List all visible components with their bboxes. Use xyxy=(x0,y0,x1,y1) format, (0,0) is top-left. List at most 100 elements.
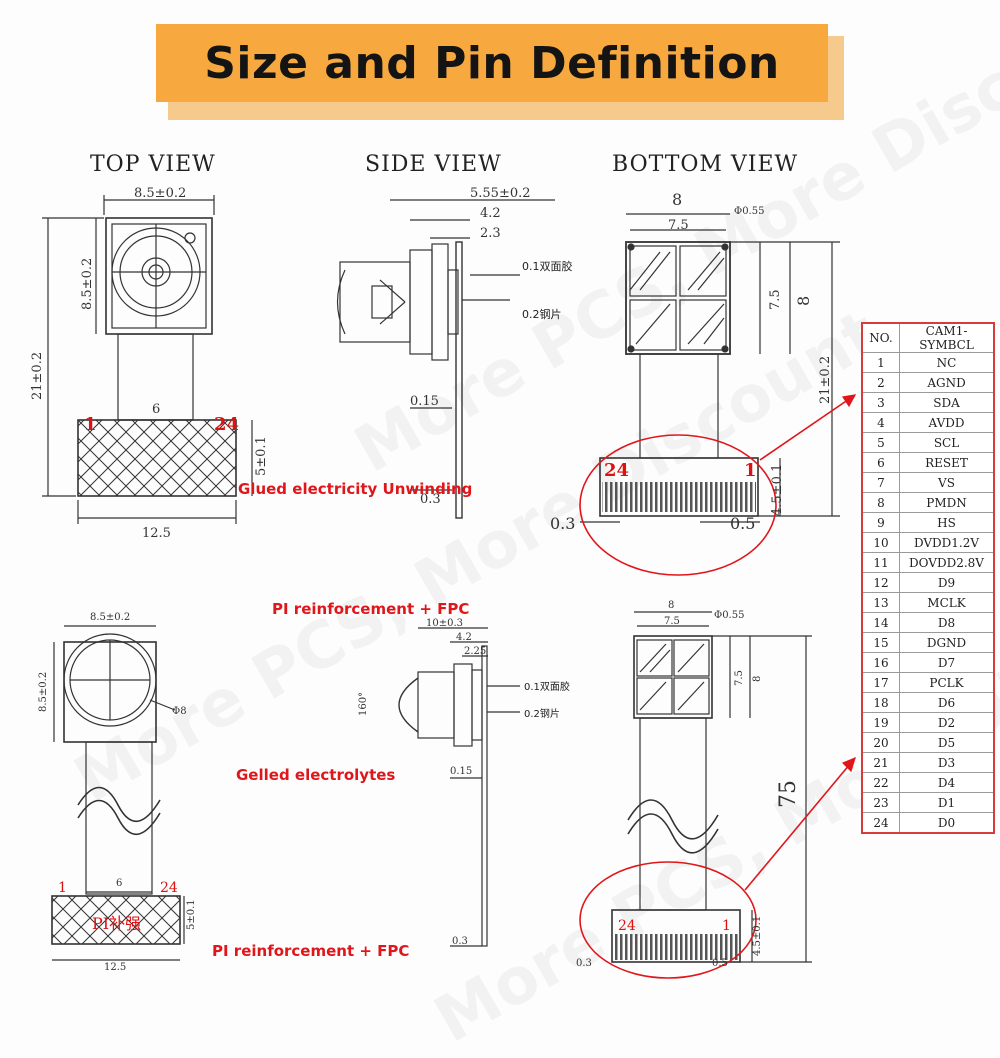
table-header-row: NO. CAM1-SYMBCL xyxy=(861,322,995,353)
lower-side-copper-label: 0.2钢片 xyxy=(524,709,560,720)
pin-symbol: D0 xyxy=(899,812,995,834)
pin-number: 10 xyxy=(861,532,900,553)
lower-side-tape-label: 0.1双面胶 xyxy=(524,682,570,693)
pin-number: 11 xyxy=(861,552,900,573)
lower-bottom-view-drawing xyxy=(611,611,812,963)
top-pin-first: 1 xyxy=(84,414,97,435)
bottom-hole-dim: Φ0.55 xyxy=(734,206,765,217)
lower-side-overall-dim: 10±0.3 xyxy=(426,618,464,629)
pin-number: 22 xyxy=(861,772,900,793)
lower-top-pi-label: PI补强 xyxy=(92,914,142,933)
pin-symbol: D5 xyxy=(899,732,995,753)
pin-number: 24 xyxy=(861,812,900,834)
lower-top-pitch-dim: 6 xyxy=(116,878,123,889)
bottom-inner-dim: 7.5 xyxy=(668,218,689,233)
page-title: Size and Pin Definition xyxy=(204,37,780,89)
bottom-width-dim: 8 xyxy=(672,190,683,209)
lower-bottom-inner-dim: 7.5 xyxy=(664,616,680,627)
pin-symbol: DGND xyxy=(899,632,995,653)
bottom-total-dim: 21±0.2 xyxy=(818,355,833,404)
pin-symbol: DOVDD2.8V xyxy=(899,552,995,573)
pin-number: 23 xyxy=(861,792,900,813)
glued-note: Glued electricity Unwinding xyxy=(238,480,473,498)
pin-number: 17 xyxy=(861,672,900,693)
pin-number: 21 xyxy=(861,752,900,773)
top-fpc-width-dim: 12.5 xyxy=(142,526,171,541)
top-view-title: TOP VIEW xyxy=(90,152,216,177)
lower-side-view-drawing xyxy=(398,627,520,947)
top-fpc-height-dim: 5±0.1 xyxy=(254,436,269,476)
lower-bottom-height-dim: 8 xyxy=(752,675,763,682)
lower-bottom-pitch-dim: 0.3 xyxy=(576,958,592,969)
pin-symbol: VS xyxy=(899,472,995,493)
pin-number: 3 xyxy=(861,392,900,413)
pin-symbol: AVDD xyxy=(899,412,995,433)
bottom-pad-dim: 0.5 xyxy=(730,514,756,533)
pi-bottom-note: PI reinforcement + FPC xyxy=(212,942,410,960)
lower-top-width-dim: 8.5±0.2 xyxy=(90,612,131,623)
lower-top-view-drawing xyxy=(51,625,185,961)
pin-number: 15 xyxy=(861,632,900,653)
pin-number: 2 xyxy=(861,372,900,393)
pin-symbol: SCL xyxy=(899,432,995,453)
bottom-view-title: BOTTOM VIEW xyxy=(612,152,799,177)
lower-bottom-pin-last: 1 xyxy=(722,918,731,934)
pin-symbol: D2 xyxy=(899,712,995,733)
lower-side-tail-dim: 0.3 xyxy=(452,936,468,947)
lower-bottom-pin-first: 24 xyxy=(618,918,636,934)
side-tail-dim: 0.3 xyxy=(420,492,441,507)
lower-side-dim-a: 4.2 xyxy=(456,632,472,643)
bottom-pitch-dim: 0.3 xyxy=(550,514,576,533)
pin-number: 7 xyxy=(861,472,900,493)
pin-symbol: PCLK xyxy=(899,672,995,693)
bottom-view-drawing xyxy=(580,213,840,523)
pi-top-note: PI reinforcement + FPC xyxy=(272,600,470,618)
lower-bottom-width-dim: 8 xyxy=(668,600,675,611)
pin-symbol: AGND xyxy=(899,372,995,393)
top-width-dim: 8.5±0.2 xyxy=(134,186,187,201)
bottom-height-dim: 8 xyxy=(794,295,813,306)
lower-bottom-fpc-dim: 4.5±0.1 xyxy=(752,915,763,956)
pin-number: 9 xyxy=(861,512,900,533)
pin-number: 4 xyxy=(861,412,900,433)
lower-top-fpc-height-dim: 5±0.1 xyxy=(186,899,197,930)
pin-symbol: RESET xyxy=(899,452,995,473)
lower-bottom-total-dim: 75 xyxy=(776,780,801,808)
lower-side-angle: 160° xyxy=(358,691,369,716)
side-dim-a: 4.2 xyxy=(480,206,501,221)
lower-bottom-inner-height-dim: 7.5 xyxy=(734,670,745,686)
lower-bottom-hole-dim: Φ0.55 xyxy=(714,610,745,621)
bottom-fpc-dim: 4.5±0.1 xyxy=(770,463,785,516)
table-header-symbol: CAM1-SYMBCL xyxy=(899,322,995,353)
lower-top-lens-dim: Φ8 xyxy=(172,706,187,717)
pin-number: 8 xyxy=(861,492,900,513)
top-pitch-dim: 6 xyxy=(152,402,161,417)
lower-top-height-dim: 8.5±0.2 xyxy=(38,671,49,712)
pin-symbol: PMDN xyxy=(899,492,995,513)
pin-number: 14 xyxy=(861,612,900,633)
side-copper-label: 0.2钢片 xyxy=(522,308,562,321)
pin-number: 19 xyxy=(861,712,900,733)
pin-symbol: D6 xyxy=(899,692,995,713)
lower-bottom-pad-dim: 0.5 xyxy=(712,958,728,969)
side-overall-dim: 5.55±0.2 xyxy=(470,186,531,201)
